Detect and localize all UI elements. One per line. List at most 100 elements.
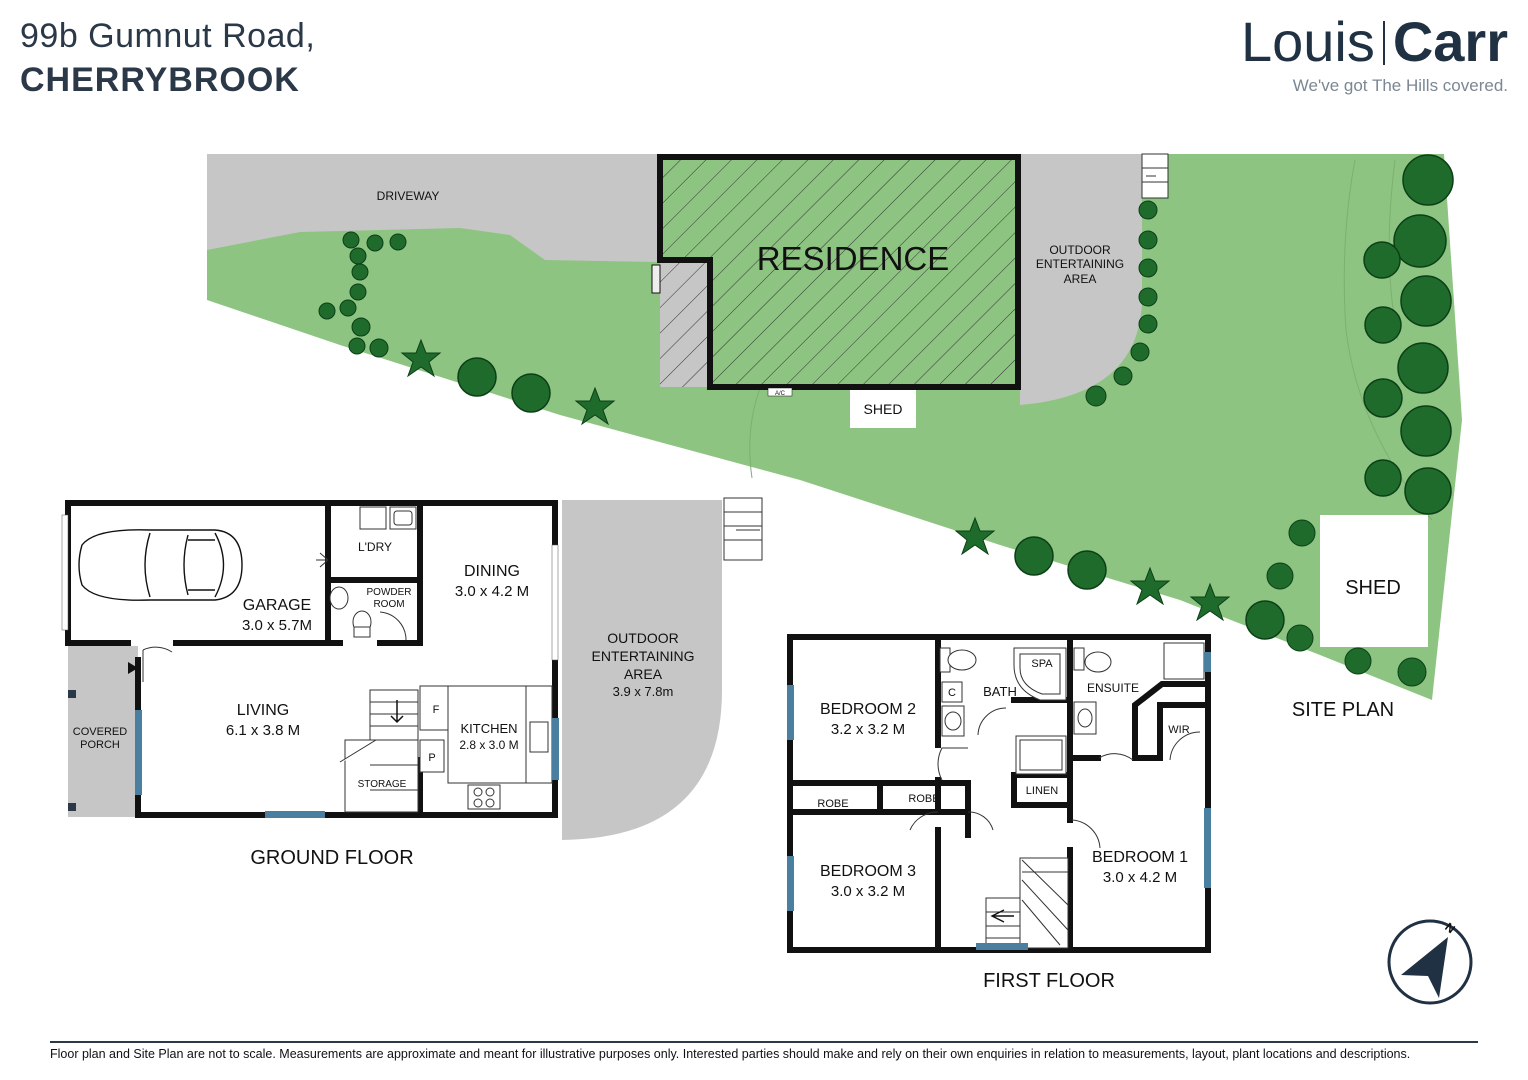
- site-palms: [400, 338, 1231, 622]
- gf-storage-label: STORAGE: [358, 779, 407, 790]
- ff-ensuite-label: ENSUITE: [1087, 681, 1139, 695]
- gf-dining-size: 3.0 x 4.2 M: [455, 583, 529, 600]
- ff-window-ensuite: [1204, 652, 1211, 672]
- gf-outdoor-size: 3.9 x 7.8m: [613, 684, 674, 699]
- gf-entry-door: [142, 646, 173, 682]
- logo-tagline: We've got The Hills covered.: [1292, 76, 1508, 95]
- ff-window-bed3: [787, 856, 794, 911]
- site-outdoor-area: [1020, 154, 1142, 405]
- ff-bed3-size: 3.0 x 3.2 M: [831, 883, 905, 900]
- ground-floor-title: GROUND FLOOR: [250, 847, 413, 869]
- gf-kitchen-name: KITCHEN: [460, 721, 517, 736]
- site-shed-large: [1320, 515, 1428, 647]
- gf-living-name: LIVING: [237, 702, 289, 719]
- gf-dining-name: DINING: [464, 563, 520, 580]
- logo-wordmark: Louis Carr: [1241, 12, 1508, 72]
- site-shed-small-label: SHED: [864, 401, 903, 417]
- logo-name-right: Carr: [1392, 10, 1508, 73]
- gf-steps-lines: [724, 511, 762, 541]
- site-shed-small: [850, 390, 916, 428]
- site-outdoor-label-3: AREA: [1064, 272, 1097, 286]
- gf-steps: [723, 497, 763, 561]
- gf-entry-arrow: [128, 662, 138, 674]
- gf-powder-door: [379, 611, 407, 641]
- compass-arrow-icon: [1401, 937, 1448, 998]
- gf-sliding-door: [551, 544, 559, 661]
- gf-outdoor-label-1: OUTDOOR: [607, 630, 679, 646]
- site-driveway-label: DRIVEWAY: [377, 189, 440, 203]
- ff-window-stair: [976, 943, 1028, 950]
- gf-fridge-label: F: [433, 704, 440, 716]
- gf-outdoor-label-2: ENTERTAINING: [592, 648, 695, 664]
- ff-bed1-name: BEDROOM 1: [1092, 849, 1188, 866]
- gf-porch-label-2: PORCH: [80, 739, 120, 751]
- footer-divider: [50, 1041, 1478, 1043]
- gf-porch-post-2: [68, 803, 76, 811]
- ff-bed2-size: 3.2 x 3.2 M: [831, 721, 905, 738]
- ff-wir-label: WIR: [1168, 724, 1189, 736]
- site-outdoor-label-2: ENTERTAINING: [1036, 257, 1124, 271]
- ff-bed2-name: BEDROOM 2: [820, 701, 916, 718]
- site-ac-label: A/C: [775, 391, 786, 397]
- ff-window-bed1: [1204, 808, 1211, 888]
- gf-powder-label-2: ROOM: [373, 599, 404, 610]
- gf-garage-size: 3.0 x 5.7M: [242, 617, 312, 634]
- gf-porch-post-1: [68, 690, 76, 698]
- ff-linen-label: LINEN: [1026, 785, 1058, 797]
- site-driveway: [207, 154, 660, 262]
- first-floor-plan: BEDROOM 2 3.2 x 3.2 M BEDROOM 3 3.0 x 3.…: [787, 634, 1211, 992]
- site-plan-title: SITE PLAN: [1292, 699, 1394, 721]
- ff-cupboard-label: C: [948, 687, 956, 699]
- address-street: 99b Gumnut Road,: [20, 17, 316, 55]
- site-shrubs: [318, 200, 1427, 687]
- ff-bed3-name: BEDROOM 3: [820, 863, 916, 880]
- gf-kitchen-size: 2.8 x 3.0 M: [459, 738, 518, 752]
- gf-outdoor-area: [562, 500, 722, 840]
- gf-window-kitchen: [552, 718, 559, 780]
- gf-car-icon: [78, 529, 243, 601]
- site-trees: [457, 154, 1454, 640]
- logo-divider: [1382, 21, 1385, 65]
- ff-bath-label: BATH: [983, 684, 1017, 699]
- site-shed-large-label: SHED: [1345, 577, 1401, 599]
- residence-walls: [657, 154, 1021, 390]
- gf-laundry-door: [316, 552, 329, 568]
- first-floor-title: FIRST FLOOR: [983, 970, 1115, 992]
- ff-robe1-label: ROBE: [817, 798, 848, 810]
- ff-fixtures: [939, 642, 1205, 949]
- disclaimer: Floor plan and Site Plan are not to scal…: [50, 1047, 1411, 1061]
- site-steps-lines: [1142, 167, 1168, 183]
- ff-walls: [787, 634, 1211, 953]
- gf-window-living-left: [135, 710, 142, 795]
- address-suburb: CHERRYBROOK: [20, 61, 300, 99]
- ac-unit: [767, 387, 793, 397]
- logo-name-left: Louis: [1240, 10, 1375, 73]
- gf-outdoor-label-3: AREA: [624, 666, 663, 682]
- gf-garage-door: [61, 514, 69, 631]
- gf-covered-porch: [68, 646, 138, 817]
- gf-porch-label-1: COVERED: [73, 726, 127, 738]
- site-outdoor-label-1: OUTDOOR: [1049, 243, 1111, 257]
- site-residence: [660, 157, 1018, 387]
- compass: N: [1387, 919, 1473, 1005]
- ff-robe2-label: ROBE: [908, 793, 939, 805]
- ground-floor-plan: GARAGE 3.0 x 5.7M L'DRY POWDER ROOM DINI…: [61, 497, 763, 869]
- agency-logo: Louis Carr We've got The Hills covered.: [1241, 12, 1508, 96]
- ff-spa-label: SPA: [1031, 658, 1053, 670]
- header: 99b Gumnut Road, CHERRYBROOK: [20, 14, 315, 102]
- gf-garage-name: GARAGE: [243, 597, 311, 614]
- gf-stair-arrow: [390, 700, 404, 724]
- gf-fixtures: [329, 506, 553, 813]
- ff-stair-arrow: [990, 909, 1014, 923]
- site-residence-label: RESIDENCE: [757, 240, 950, 277]
- ff-window-bed2: [787, 685, 794, 740]
- gf-powder-label-1: POWDER: [367, 587, 412, 598]
- gf-pantry-label: P: [428, 752, 435, 764]
- gf-window-living-bottom: [265, 811, 325, 818]
- gf-living-size: 6.1 x 3.8 M: [226, 722, 300, 739]
- ff-bed1-size: 3.0 x 4.2 M: [1103, 869, 1177, 886]
- site-plan: DRIVEWAY RESIDENCE A/C SHED SHED OUTDOOR…: [207, 153, 1462, 721]
- ff-door-swings: [909, 707, 1201, 849]
- residence-door-marker: [651, 264, 661, 294]
